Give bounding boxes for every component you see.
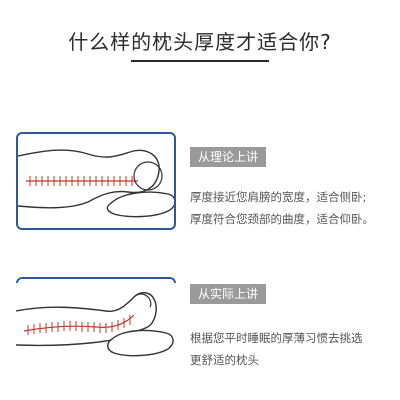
back-sleeping-illustration: [16, 277, 176, 375]
back-sleep-figure: [16, 292, 174, 357]
description-line: 更舒适的枕头: [190, 353, 259, 367]
section-tag-theory: 从理论上讲: [190, 147, 267, 167]
card-frame: [16, 277, 176, 283]
description-line: 厚度接近您肩膀的宽度，适合侧卧;: [190, 190, 367, 204]
description-line: 根据您平时睡眠的厚薄习惯去挑选: [190, 331, 363, 345]
side-sleeping-illustration: [16, 132, 176, 230]
title-underline: [131, 60, 269, 62]
section-description-practice: 根据您平时睡眠的厚薄习惯去挑选 更舒适的枕头: [190, 327, 363, 371]
side-sleep-figure: [18, 149, 174, 218]
section-tag-practice: 从实际上讲: [190, 284, 267, 304]
page-title: 什么样的枕头厚度才适合你?: [68, 30, 332, 54]
description-line: 厚度符合您颈部的曲度，适合仰卧。: [190, 212, 374, 226]
section-description-theory: 厚度接近您肩膀的宽度，适合侧卧; 厚度符合您颈部的曲度，适合仰卧。: [190, 186, 374, 230]
